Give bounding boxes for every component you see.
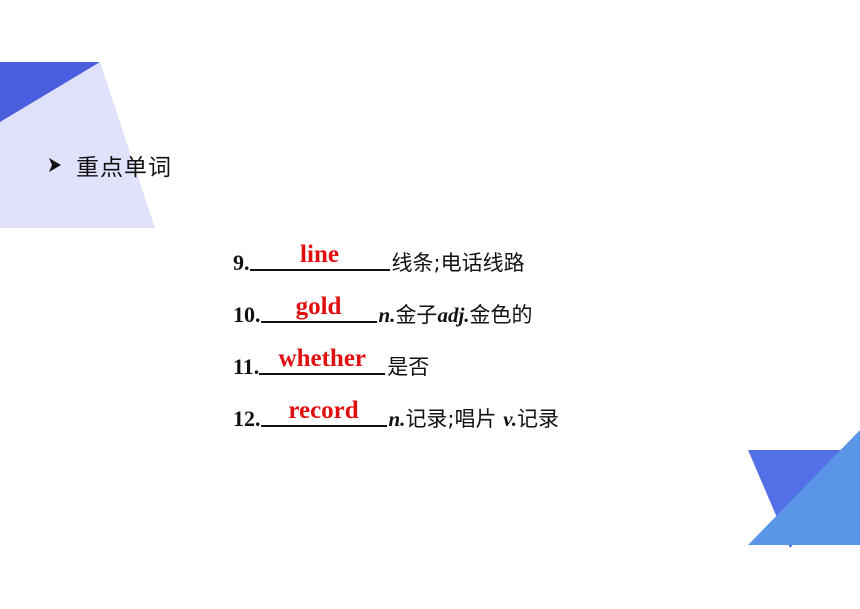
answer-word: record xyxy=(288,397,359,424)
bottom-right-sky-triangle xyxy=(748,430,860,545)
top-left-blue-triangle xyxy=(0,62,100,122)
answer-blank: gold xyxy=(260,294,377,323)
answer-word: line xyxy=(300,241,339,268)
answer-word: whether xyxy=(278,345,367,372)
vocabulary-list: 9. line 线条;电话线路 10. gold n.金子adj.金色的 11.… xyxy=(233,222,559,430)
definition: n.金子adj.金色的 xyxy=(378,303,533,327)
arrow-bullet-icon xyxy=(49,158,61,172)
vocab-item: 10. gold n.金子adj.金色的 xyxy=(233,274,559,326)
heading-title: 重点单词 xyxy=(76,155,172,181)
section-heading: 重点单词 xyxy=(48,148,172,182)
answer-word: gold xyxy=(295,293,342,320)
vocab-item: 9. line 线条;电话线路 xyxy=(233,222,559,274)
definition: n.记录;唱片 v.记录 xyxy=(388,407,560,431)
item-number: 12. xyxy=(233,406,261,431)
answer-blank: whether xyxy=(259,346,386,375)
definition: 是否 xyxy=(387,355,430,379)
vocab-item: 12. record n.记录;唱片 v.记录 xyxy=(233,378,559,430)
item-number: 9. xyxy=(233,250,250,275)
vocab-item: 11. whether 是否 xyxy=(233,326,559,378)
item-number: 11. xyxy=(233,354,260,379)
definition: 线条;电话线路 xyxy=(391,251,525,275)
answer-blank: line xyxy=(249,242,390,271)
top-left-light-triangle xyxy=(0,62,155,228)
answer-blank: record xyxy=(260,398,387,427)
item-number: 10. xyxy=(233,302,261,327)
